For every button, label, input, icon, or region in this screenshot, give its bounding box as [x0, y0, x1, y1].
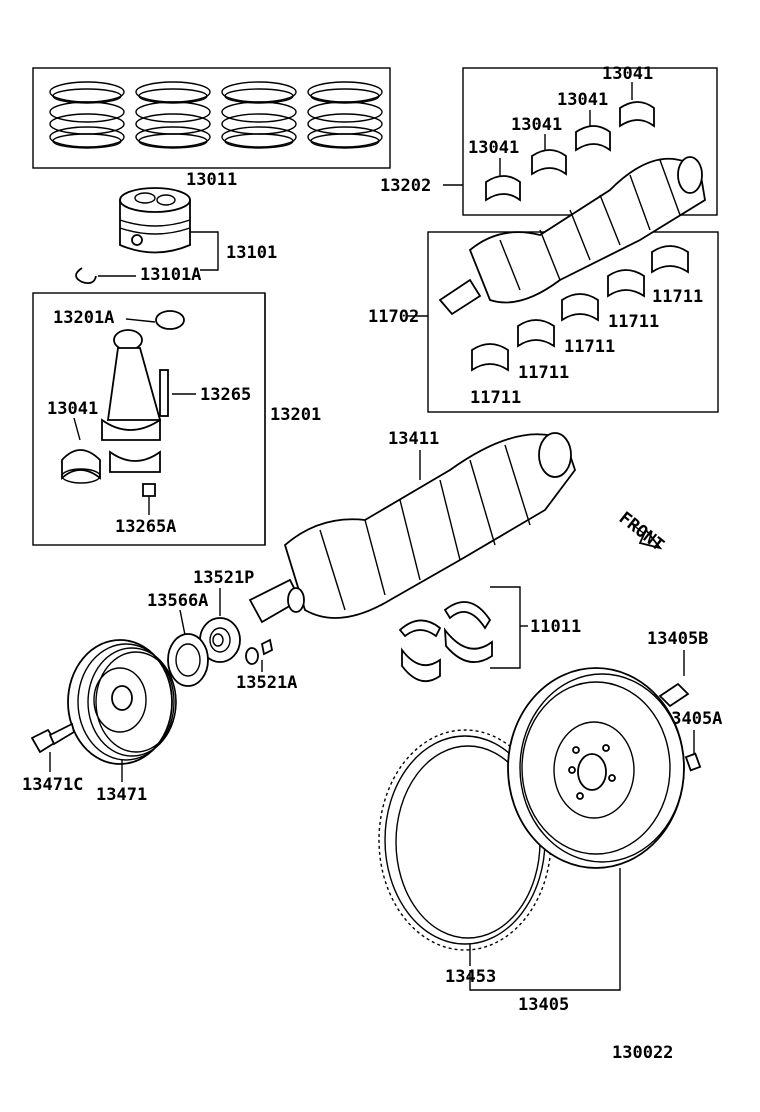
pulley-bolt	[30, 722, 76, 754]
label-13471C: 13471C	[22, 775, 83, 795]
rod-nut	[142, 483, 156, 497]
front-arrow-icon: FRONT	[615, 508, 668, 555]
label-13041-b: 13041	[557, 90, 608, 110]
flywheel-pin	[684, 752, 702, 772]
label-13101A: 13101A	[140, 265, 201, 285]
lower-bearings	[471, 245, 689, 372]
flywheel	[507, 667, 685, 869]
label-13566A: 13566A	[147, 591, 208, 611]
label-11711-d: 11711	[518, 363, 569, 383]
crankshaft-pulley	[67, 639, 177, 765]
label-13405: 13405	[518, 995, 569, 1015]
label-13471: 13471	[96, 785, 147, 805]
label-13041-c: 13041	[511, 115, 562, 135]
label-13041-d: 13041	[468, 138, 519, 158]
label-13521P: 13521P	[193, 568, 254, 588]
thrust-washers	[398, 601, 493, 683]
crank-key-ring	[245, 647, 259, 665]
piston-ring-set	[32, 67, 391, 169]
label-13041-a: 13041	[602, 64, 653, 84]
label-13265: 13265	[200, 385, 251, 405]
label-13201A: 13201A	[53, 308, 114, 328]
flywheel-bolt	[658, 682, 690, 708]
label-11711-a: 11711	[652, 287, 703, 307]
connecting-rod	[101, 310, 185, 473]
crankshaft-upper	[438, 156, 706, 316]
label-11711-c: 11711	[564, 337, 615, 357]
rod-bearing	[61, 449, 101, 484]
upper-bearings	[485, 101, 655, 202]
label-13011: 13011	[186, 170, 237, 190]
label-11711-e: 11711	[470, 388, 521, 408]
label-13405A: 13405A	[661, 709, 722, 729]
crankshaft	[248, 432, 577, 624]
oil-seal-plate	[167, 633, 209, 687]
crank-key	[260, 638, 274, 656]
label-13265A: 13265A	[115, 517, 176, 537]
label-13201: 13201	[270, 405, 321, 425]
front-label: FRONT	[615, 508, 668, 555]
piston	[119, 187, 191, 254]
label-11711-b: 11711	[608, 312, 659, 332]
label-13202: 13202	[380, 176, 431, 196]
label-11011: 11011	[530, 617, 581, 637]
label-13411: 13411	[388, 429, 439, 449]
label-13521A: 13521A	[236, 673, 297, 693]
label-13405B: 13405B	[647, 629, 708, 649]
piston-pin-snap-ring	[75, 267, 97, 285]
label-13101: 13101	[226, 243, 277, 263]
label-11702: 11702	[368, 307, 419, 327]
label-13041-rod: 13041	[47, 399, 98, 419]
diagram-code: 130022	[612, 1043, 673, 1063]
